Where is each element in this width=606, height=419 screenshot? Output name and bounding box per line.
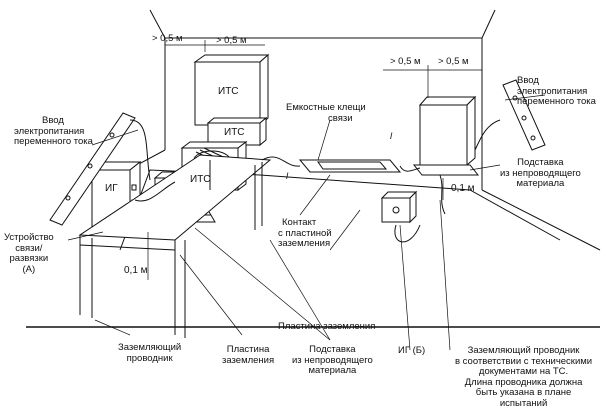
stand-bottom-label: Подставка из непроводящего материала bbox=[292, 344, 373, 377]
its-mid-label: ИТС bbox=[224, 127, 245, 138]
ig-b-box bbox=[380, 190, 418, 224]
its-mid-box bbox=[206, 116, 268, 147]
stand-bottom-line-1: Подставка bbox=[309, 344, 356, 355]
power-strip-left bbox=[49, 112, 136, 226]
table bbox=[78, 154, 272, 338]
stand-right-line-3: материала bbox=[516, 178, 565, 189]
its-right-cabinet bbox=[412, 95, 480, 176]
capacitive-clamp bbox=[298, 159, 402, 173]
plate-line-1: Пластина bbox=[226, 344, 270, 355]
ig-b-label: ИГ (Б) bbox=[398, 345, 426, 356]
coupler-line-3: развязки bbox=[9, 253, 49, 264]
contact-label: Контакт с пластиной заземления bbox=[278, 217, 332, 250]
ground-plate-label: Пластина заземления bbox=[278, 321, 376, 332]
power-strip-right bbox=[502, 79, 546, 151]
power-label-left: Ввод электропитания переменного тока bbox=[14, 115, 93, 148]
dim-label-05-c: > 0,5 м bbox=[390, 56, 421, 67]
stand-bottom-line-3: материала bbox=[308, 365, 357, 376]
power-label-right: Ввод электропитания переменного тока bbox=[517, 75, 596, 108]
l-label-b: l bbox=[286, 171, 289, 182]
plate-line-2: заземления bbox=[222, 354, 275, 366]
ground-wire-right-line-6: испытаний bbox=[499, 397, 548, 409]
dim-label-05-b: > 0,5 м bbox=[216, 35, 247, 46]
ground-wire-right-line-2: в соответствии с техническими bbox=[455, 355, 593, 367]
power-right-line-2: электропитания bbox=[517, 85, 588, 97]
coupler-line-4: (А) bbox=[22, 263, 36, 275]
contact-line-1: Контакт bbox=[282, 217, 317, 228]
room-outline bbox=[26, 9, 601, 328]
contact-line-2: с пластиной bbox=[278, 227, 332, 239]
ground-wire-right-line-5: быть указана в плане bbox=[475, 387, 572, 398]
l-label-a: l bbox=[390, 131, 393, 142]
stand-right-line-1: Подставка bbox=[517, 157, 564, 168]
ground-wire-right-line-3: документами на ТС. bbox=[478, 366, 569, 377]
ground-wire-left-label: Заземляющий проводник bbox=[118, 342, 182, 364]
ground-wire-right-line-1: Заземляющий проводник bbox=[467, 345, 580, 356]
dimension-lines bbox=[147, 40, 482, 280]
power-left-line-3: переменного тока bbox=[14, 136, 93, 147]
power-left-line-1: Ввод bbox=[42, 115, 64, 126]
clamp-label: Емкостные клещи связи bbox=[286, 102, 366, 124]
dim-label-05-d: > 0,5 м bbox=[438, 56, 469, 67]
ground-wire-right-line-4: Длина проводника должна bbox=[464, 376, 583, 388]
its-big-label: ИТС bbox=[218, 86, 239, 97]
ground-wire-right-label: Заземляющий проводник в соответствии с т… bbox=[455, 345, 593, 409]
its-table-label: ИТС bbox=[190, 174, 211, 185]
coupler-line-2: связи/ bbox=[15, 242, 43, 254]
plate-label: Пластина заземления bbox=[222, 344, 275, 366]
stand-bottom-line-2: из непроводящего bbox=[292, 354, 373, 366]
dim-label-01-b: 0,1 м bbox=[451, 183, 475, 194]
ground-wire-left-line-2: проводник bbox=[126, 352, 173, 364]
ground-wire-left-line-1: Заземляющий bbox=[118, 342, 182, 353]
clamp-line-2: связи bbox=[328, 112, 353, 124]
dim-label-05-a: > 0,5 м bbox=[152, 33, 183, 44]
power-right-line-1: Ввод bbox=[517, 75, 539, 86]
stand-right-line-2: из непроводящего bbox=[500, 167, 581, 179]
contact-line-3: заземления bbox=[278, 238, 331, 249]
dim-label-01-a: 0,1 м bbox=[124, 265, 148, 276]
stand-right-label: Подставка из непроводящего материала bbox=[500, 157, 581, 190]
ig-label: ИГ bbox=[105, 183, 118, 194]
coupler-label: Устройство связи/ развязки (А) bbox=[4, 232, 54, 275]
cables bbox=[129, 119, 501, 243]
coupler-line-1: Устройство bbox=[4, 232, 54, 243]
clamp-line-1: Емкостные клещи bbox=[286, 102, 366, 113]
leader-lines bbox=[67, 94, 546, 351]
power-left-line-2: электропитания bbox=[14, 125, 85, 137]
power-right-line-3: переменного тока bbox=[517, 96, 596, 107]
